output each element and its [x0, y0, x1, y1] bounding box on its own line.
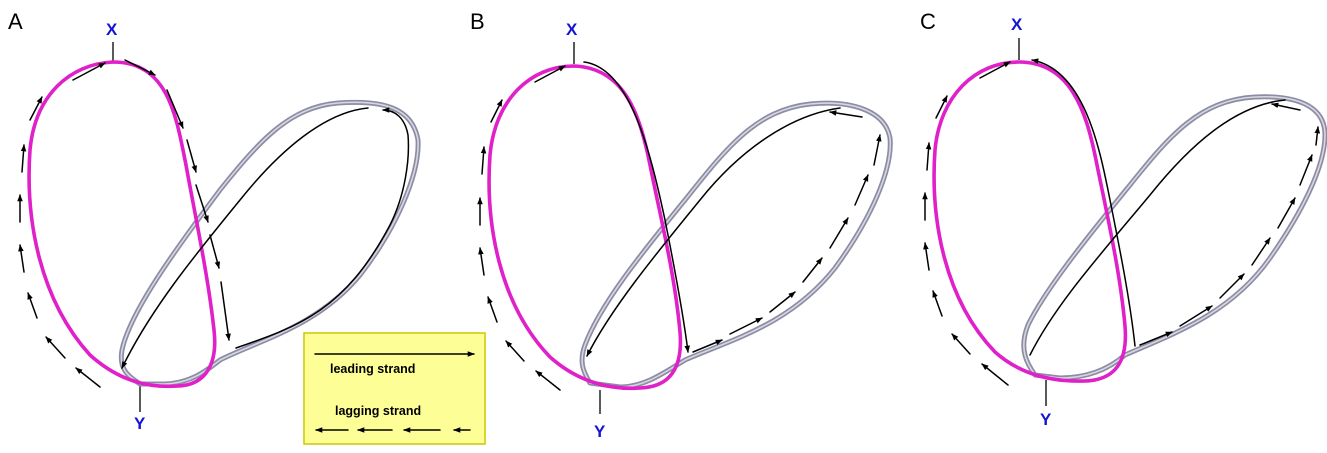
lagging-strand-segment [505, 340, 525, 362]
lagging-strand-segment [923, 242, 930, 271]
strand-segment [209, 234, 221, 269]
lagging-strand-segment [29, 96, 43, 121]
strand-segment [186, 139, 197, 173]
leading-strand-label: leading strand [330, 362, 415, 376]
lagging-strand-segment [18, 244, 25, 273]
strand-segment [124, 59, 156, 76]
strand-segment [166, 89, 184, 129]
grey-loop-highlight [120, 101, 419, 385]
grey-loop [1021, 94, 1327, 381]
panel-b: B X Y [470, 9, 893, 441]
lagging-strand-segment [935, 95, 948, 119]
lagging-strand-segment [932, 290, 943, 317]
panel-letter: A [8, 9, 23, 34]
leading-strand [1031, 58, 1136, 347]
strand-arrows [922, 58, 1321, 386]
grey-loop-highlight [1023, 95, 1326, 379]
strand-segment [121, 107, 369, 369]
lagging-strand-segment [72, 62, 106, 81]
site-x-label: X [566, 20, 578, 39]
lagging-strand-segment [487, 296, 498, 323]
strand-arrows [477, 61, 882, 391]
leading-strand [586, 107, 841, 357]
site-y-label: Y [594, 422, 606, 441]
site-x-label: X [1011, 15, 1023, 34]
lagging-strand-segment [1179, 305, 1213, 327]
lagging-strand-segment [979, 61, 1011, 79]
lagging-strand-segment [1219, 273, 1245, 299]
lagging-strand-segment [854, 174, 869, 206]
panel-letter: C [920, 9, 936, 34]
lagging-strand-segment [925, 142, 932, 171]
strand-segment [195, 184, 209, 223]
leading-strand [583, 61, 690, 353]
site-y-label: Y [1040, 410, 1052, 429]
strand-segment [235, 107, 410, 349]
lagging-strand-segment [1299, 154, 1313, 186]
panel-letter: B [470, 9, 485, 34]
lagging-strand-segment [1314, 126, 1321, 146]
lagging-strand-segment [951, 333, 971, 355]
pink-loop [487, 64, 683, 391]
panel-a: A X Y [8, 9, 421, 433]
site-y-label: Y [134, 414, 146, 433]
lagging-strand-segment [802, 257, 823, 283]
lagging-strand-segment [478, 247, 485, 276]
legend-box [303, 332, 486, 445]
lagging-strand-segment [75, 367, 101, 388]
panel-c: C X Y [920, 9, 1327, 429]
lagging-strand-segment [1271, 102, 1301, 111]
lagging-strand-segment [981, 363, 1009, 386]
lagging-strand-label: lagging strand [335, 404, 421, 418]
lagging-strand-segment [1277, 197, 1296, 229]
lagging-strand-segment [873, 134, 882, 166]
lagging-strand-segment [692, 339, 723, 353]
lagging-strand-segment [729, 317, 763, 335]
lagging-strand-segment [829, 217, 849, 249]
lagging-strand-segment [20, 144, 27, 173]
grey-loop-highlight [581, 102, 892, 388]
grey-loop [579, 100, 893, 390]
site-x-label: X [106, 20, 118, 39]
lagging-strand-segment [534, 65, 566, 83]
lagging-strand-segment [27, 292, 38, 319]
lagging-strand-segment [480, 146, 487, 175]
pink-loop [27, 60, 217, 389]
strand-arrows [17, 59, 410, 388]
lagging-strand-segment [1251, 237, 1271, 266]
leading-strand [1029, 99, 1286, 356]
lagging-strand-segment [490, 99, 503, 123]
lagging-strand-segment [829, 110, 863, 118]
strand-segment [220, 281, 231, 341]
lagging-strand-segment [1139, 331, 1173, 346]
pink-loop [932, 60, 1128, 383]
lagging-strand-segment [45, 336, 66, 359]
lagging-strand-segment [535, 370, 561, 391]
lagging-strand-segment [769, 291, 796, 313]
legend: leading strand lagging strand [303, 332, 486, 445]
